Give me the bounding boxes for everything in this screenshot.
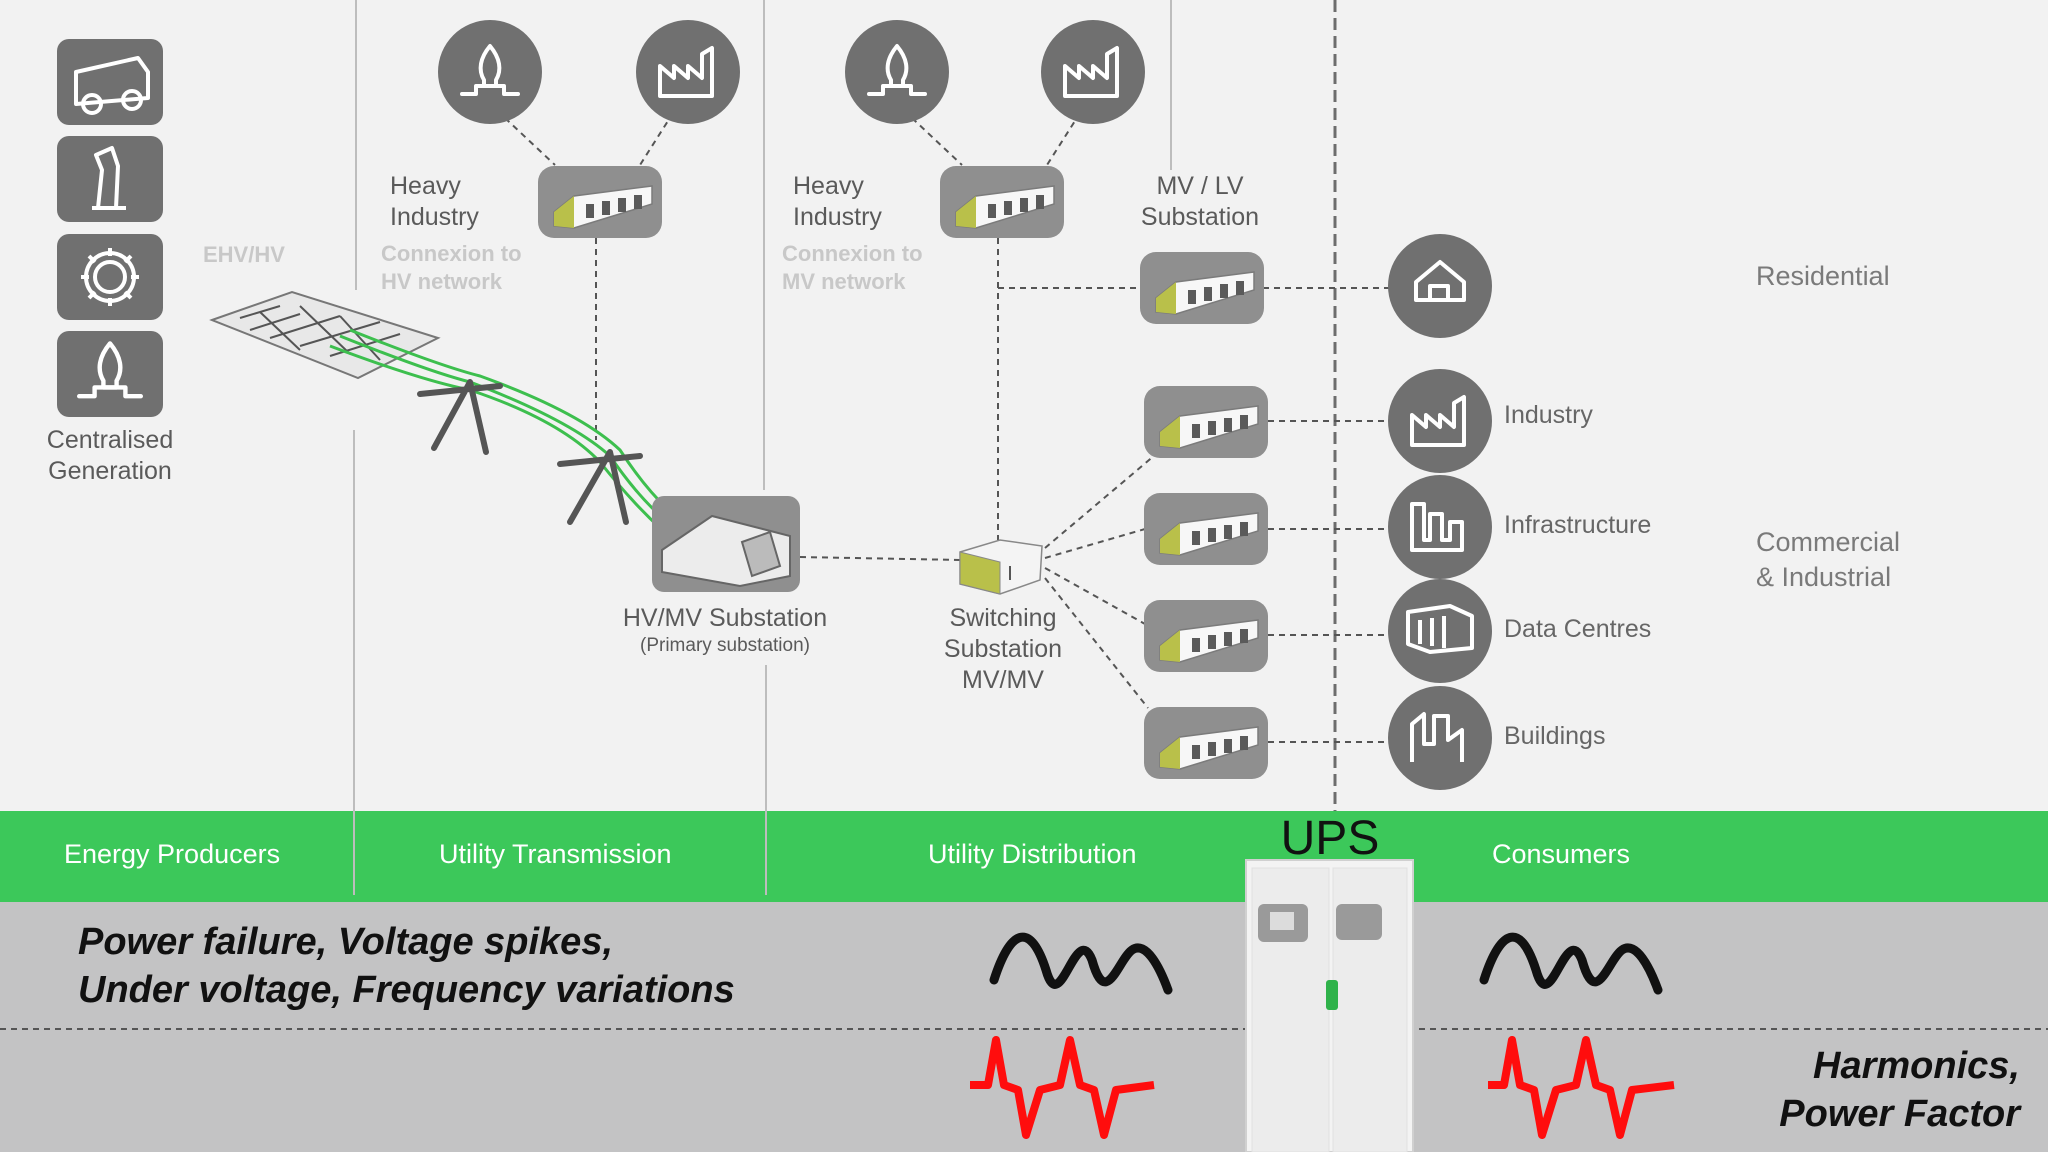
band-energy-producers: Energy Producers [64,839,281,869]
segment-commercial-industrial: Commercial & Industrial [1756,527,1901,592]
sine-wave-icon [1479,932,1663,995]
mv-lv-substation-icon [1143,706,1269,780]
mv-lv-substation-icon [1143,385,1269,459]
buildings-icon [1388,686,1492,790]
gas-flame-icon [57,331,163,417]
connexion-hv-label: Connexion to HV network [381,241,522,294]
gear-icon [57,234,163,320]
factory-icon [1041,20,1145,124]
band-utility-transmission: Utility Transmission [439,839,672,869]
consumer-label-data-centres: Data Centres [1504,615,1652,643]
switching-substation-label: Switching Substation MV/MV [943,604,1063,694]
primary-substation-label: (Primary substation) [640,635,810,656]
ehv-hv-label: EHV/HV [203,242,285,267]
harmonic-wave-icon [970,1036,1155,1139]
mv-lv-substation-icon [939,165,1065,239]
harmonics-issues: Harmonics, Power Factor [1779,1045,2020,1135]
ehv-hv-grid-icon [209,290,441,380]
segment-residential: Residential [1756,261,1890,291]
consumer-label-infrastructure: Infrastructure [1504,511,1652,539]
centralised-generation-label: Centralised Generation [46,426,174,485]
gas-flame-icon [438,20,542,124]
mv-lv-substation-icon [1143,599,1269,673]
gas-flame-icon [845,20,949,124]
connexion-mv-label: Connexion to MV network [782,241,923,294]
hv-mv-substation-label: HV/MV Substation [622,604,828,632]
truck-icon [57,39,163,125]
hv-mv-substation-icon [652,496,800,592]
mv-lv-substation-icon [1139,251,1265,325]
factory-icon [1388,369,1492,473]
heavy-industry-label: Heavy Industry [793,172,882,231]
ups-label: UPS [1280,812,1380,865]
consumer-label-buildings: Buildings [1504,722,1606,750]
house-icon [1388,234,1492,338]
infrastructure-icon [1388,475,1492,579]
consumer-label-industry: Industry [1504,401,1593,429]
mv-lv-substation-label: MV / LV Substation [1140,172,1260,231]
factory-icon [636,20,740,124]
data-centre-icon [1388,579,1492,683]
harmonic-wave-icon [1488,1036,1675,1139]
switching-substation-icon [959,539,1043,595]
mv-lv-substation-icon [537,165,663,239]
band-utility-distribution: Utility Distribution [928,839,1137,869]
pylon-icon [417,379,643,525]
power-quality-issues: Power failure, Voltage spikes, Under vol… [78,921,735,1011]
ups-cabinet-icon [1245,859,1414,1152]
sine-wave-icon [989,932,1173,995]
band-consumers: Consumers [1492,839,1631,869]
nuclear-plant-icon [57,136,163,222]
mv-lv-substation-icon [1143,492,1269,566]
heavy-industry-label: Heavy Industry [390,172,479,231]
